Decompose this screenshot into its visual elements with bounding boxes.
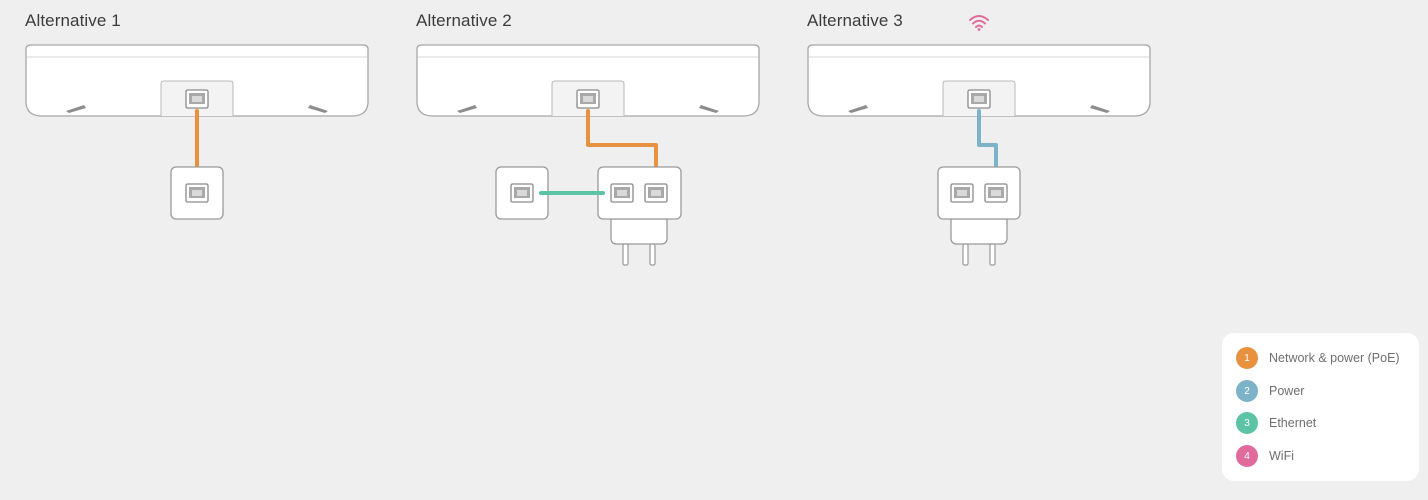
legend-badge-2: 2 [1236, 380, 1258, 402]
alt1-ceiling-device [25, 44, 369, 117]
legend-label-ethernet: Ethernet [1269, 416, 1317, 430]
alternative-2-title: Alternative 2 [416, 11, 512, 30]
legend-item-power: 2 Power [1236, 380, 1304, 402]
legend-label-poe: Network & power (PoE) [1269, 351, 1400, 365]
legend-item-wifi: 4 WiFi [1236, 445, 1294, 467]
alt2-poe-cable [586, 109, 658, 182]
legend: 1 Network & power (PoE) 2 Power 3 Ethern… [1222, 333, 1419, 481]
alt2-poe-injector [597, 166, 682, 266]
alternative-3-title: Alternative 3 [807, 11, 903, 30]
legend-item-ethernet: 3 Ethernet [1236, 412, 1316, 434]
alt3-ceiling-device [807, 44, 1151, 117]
legend-badge-4: 4 [1236, 445, 1258, 467]
alt3-power-cable [977, 109, 998, 182]
legend-badge-3: 3 [1236, 412, 1258, 434]
alt1-wall-socket [170, 166, 224, 220]
alt3-wifi-icon [969, 15, 989, 31]
legend-badge-1: 1 [1236, 347, 1258, 369]
legend-label-wifi: WiFi [1269, 449, 1294, 463]
alt2-ceiling-device [416, 44, 760, 117]
alternative-1-title: Alternative 1 [25, 11, 121, 30]
legend-item-poe: 1 Network & power (PoE) [1236, 347, 1400, 369]
alt3-power-adapter [937, 166, 1021, 266]
legend-label-power: Power [1269, 384, 1305, 398]
